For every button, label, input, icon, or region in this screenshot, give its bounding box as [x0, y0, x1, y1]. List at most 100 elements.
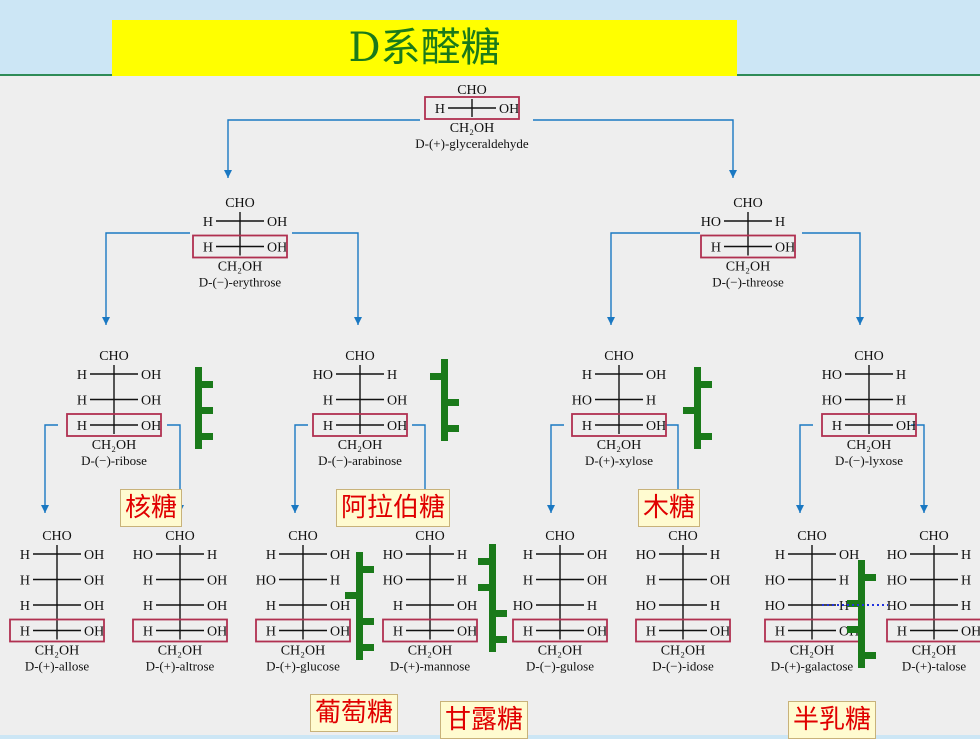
sugar-name: D-(−)-gulose [526, 659, 594, 674]
ch2oh-group: CH₂OH [597, 438, 642, 453]
left-group: H [77, 394, 87, 409]
configuration-box [382, 618, 478, 643]
sugar-name: D-(−)-arabinose [318, 453, 402, 468]
right-group: OH [587, 625, 607, 640]
connector-line [292, 232, 359, 325]
arrow-head [607, 317, 615, 325]
left-group: HO [256, 574, 276, 589]
right-group: OH [330, 625, 350, 640]
left-group: HO [636, 548, 656, 563]
left-group: H [323, 394, 333, 409]
left-group: H [20, 599, 30, 614]
left-group: H [523, 548, 533, 563]
sugar-name: D-(+)-altrose [146, 659, 215, 674]
right-group: H [457, 548, 467, 563]
cho-group: CHO [165, 529, 195, 544]
left-group: H [435, 102, 445, 117]
left-group: H [143, 574, 153, 589]
left-group: H [20, 574, 30, 589]
cho-group: CHO [919, 529, 949, 544]
right-group: OH [141, 368, 161, 383]
connector-line [911, 424, 925, 513]
label-ribose: 核糖 [120, 489, 183, 527]
connector-line [533, 119, 734, 178]
left-group: H [203, 241, 213, 256]
right-group: OH [646, 419, 666, 434]
right-group: OH [330, 599, 350, 614]
connector-line [105, 232, 190, 325]
ch2oh-group: CH₂OH [35, 644, 80, 659]
right-group: H [457, 574, 467, 589]
left-group: H [266, 625, 276, 640]
arrow-head [41, 505, 49, 513]
right-group: H [710, 599, 720, 614]
left-group: H [832, 419, 842, 434]
left-group: HO [313, 368, 333, 383]
right-group: OH [207, 599, 227, 614]
right-group: OH [141, 394, 161, 409]
sugar-name: D-(+)-xylose [585, 453, 653, 468]
ch2oh-group: CH₂OH [158, 644, 203, 659]
right-group: H [839, 599, 849, 614]
left-group: H [775, 548, 785, 563]
configuration-box [9, 618, 105, 643]
sugar-name: D-(−)-idose [652, 659, 714, 674]
ch2oh-group: CH₂OH [847, 438, 892, 453]
left-group: H [143, 625, 153, 640]
right-group: H [896, 368, 906, 383]
sugar-name: D-(−)-threose [712, 275, 784, 290]
right-group: OH [587, 574, 607, 589]
right-group: H [775, 215, 785, 230]
left-group: HO [822, 368, 842, 383]
right-group: OH [710, 625, 730, 640]
right-group: OH [267, 215, 287, 230]
glucose-bracket [345, 552, 374, 660]
arrow-head [291, 505, 299, 513]
left-group: H [897, 625, 907, 640]
configuration-box [132, 618, 228, 643]
right-group: OH [84, 625, 104, 640]
configuration-box [66, 413, 162, 437]
label-arabinose: 阿拉伯糖 [336, 489, 451, 527]
sugar-name: D-(+)-mannose [390, 659, 470, 674]
left-group: HO [383, 574, 403, 589]
cho-group: CHO [225, 196, 255, 211]
left-group: H [143, 599, 153, 614]
arrow-head [102, 317, 110, 325]
cho-group: CHO [668, 529, 698, 544]
left-group: H [77, 419, 87, 434]
cho-group: CHO [854, 349, 884, 364]
left-group: H [646, 574, 656, 589]
right-group: OH [710, 574, 730, 589]
connector-line [167, 424, 181, 513]
left-group: H [711, 241, 721, 256]
connector-line [44, 424, 58, 513]
cho-group: CHO [345, 349, 375, 364]
configuration-box [700, 234, 796, 259]
right-group: OH [387, 394, 407, 409]
cho-group: CHO [797, 529, 827, 544]
label-galactose: 半乳糖 [788, 701, 877, 739]
arrow-head [729, 170, 737, 178]
left-group: HO [887, 599, 907, 614]
right-group: H [646, 394, 656, 409]
configuration-box [571, 413, 667, 437]
arrow-head [354, 317, 362, 325]
right-group: OH [839, 548, 859, 563]
sugar-name: D-(+)-galactose [771, 659, 854, 674]
arrow-head [547, 505, 555, 513]
left-group: HO [887, 574, 907, 589]
left-group: H [775, 625, 785, 640]
connector-line [610, 232, 700, 325]
sugar-name: D-(+)-glucose [266, 659, 340, 674]
sugar-name: D-(−)-ribose [81, 453, 147, 468]
left-group: H [20, 548, 30, 563]
configuration-box [886, 618, 980, 643]
left-group: H [77, 368, 87, 383]
configuration-box [635, 618, 731, 643]
sugar-name: D-(+)-allose [25, 659, 90, 674]
galactose-bracket [847, 560, 876, 668]
right-group: OH [775, 241, 795, 256]
xylose-bracket [683, 367, 712, 449]
configuration-box [821, 413, 917, 437]
